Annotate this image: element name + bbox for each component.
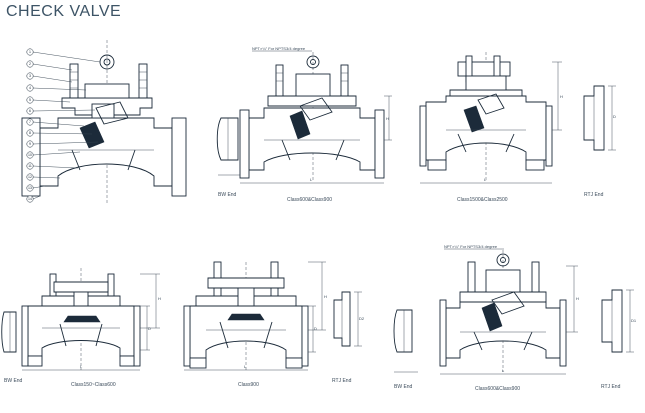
caption-class600-900-top: Class600&Class900 (287, 197, 332, 203)
caption-bw-end: BW End (218, 192, 237, 198)
svg-text:6: 6 (29, 109, 31, 113)
class600-900-view-top: NPT×¼″ For NPTS3/4 degree H L Class600&C… (239, 46, 392, 203)
caption-class1500-2500: Class1500&Class2500 (457, 197, 508, 203)
svg-text:L: L (80, 364, 83, 369)
svg-text:L: L (484, 177, 487, 182)
svg-text:D: D (148, 326, 151, 331)
svg-text:2: 2 (29, 62, 31, 66)
npt-note-top: NPT×¼″ For NPTS3/4 degree (252, 46, 306, 51)
rtj-end-view-bottom-right: D1 RTJ End (601, 289, 637, 390)
class600-900-view-bottom: NPT×¼″ For NPTS3/4 degree H L Class600&C… (439, 244, 579, 392)
svg-text:H: H (386, 116, 389, 121)
svg-text:11: 11 (28, 164, 32, 168)
class150-600-view: H D L Class150~Class600 (21, 268, 161, 388)
rtj-end-view-top: D RTJ End (583, 85, 616, 198)
svg-text:13: 13 (28, 186, 32, 190)
svg-text:D: D (613, 114, 616, 119)
svg-text:10: 10 (28, 153, 32, 157)
svg-text:D2: D2 (359, 316, 365, 321)
parts-view: 1 2 3 4 5 6 7 8 9 10 11 12 13 14 (21, 40, 187, 205)
svg-text:12: 12 (28, 175, 32, 179)
caption-bw-end-bottom-right: BW End (394, 384, 413, 390)
class900-view: H D L Class900 (183, 261, 327, 388)
caption-rtj-end-top: RTJ End (584, 192, 604, 198)
svg-text:3: 3 (29, 74, 31, 78)
svg-text:L: L (244, 364, 247, 369)
bw-end-view-bottom-right: BW End (393, 309, 418, 390)
part-callouts: 1 2 3 4 5 6 7 8 9 10 11 12 13 14 (26, 48, 101, 203)
svg-text:L: L (310, 177, 313, 182)
svg-text:4: 4 (29, 86, 31, 90)
caption-class150-600: Class150~Class600 (71, 382, 116, 388)
page-title: CHECK VALVE (6, 3, 122, 20)
svg-text:H: H (158, 296, 161, 301)
rtj-end-view-bottom-mid: D2 RTJ End (332, 291, 365, 384)
caption-bw-end-bottom-left: BW End (4, 378, 23, 384)
class1500-2500-view: H L Class1500&Class2500 (419, 52, 563, 203)
bw-end-view-bottom-left: BW End (1, 311, 23, 384)
svg-text:D: D (314, 326, 317, 331)
svg-text:5: 5 (29, 98, 31, 102)
caption-class900: Class900 (238, 382, 259, 388)
caption-class600-900-bottom: Class600&Class900 (475, 386, 520, 392)
caption-rtj-end-bottom-right: RTJ End (601, 384, 621, 390)
svg-text:8: 8 (29, 131, 31, 135)
svg-text:14: 14 (28, 197, 32, 201)
svg-text:7: 7 (29, 120, 31, 124)
svg-text:9: 9 (29, 142, 31, 146)
svg-text:D1: D1 (631, 318, 637, 323)
svg-text:H: H (324, 294, 327, 299)
bw-end-view-top: BW End (216, 117, 248, 198)
svg-text:H: H (560, 94, 563, 99)
svg-text:1: 1 (29, 50, 31, 54)
svg-text:L: L (502, 368, 505, 373)
npt-note-bottom: NPT×¼″ For NPTS3/4 degree (444, 244, 498, 249)
svg-text:H: H (576, 296, 579, 301)
caption-rtj-end-bottom-mid: RTJ End (332, 378, 352, 384)
